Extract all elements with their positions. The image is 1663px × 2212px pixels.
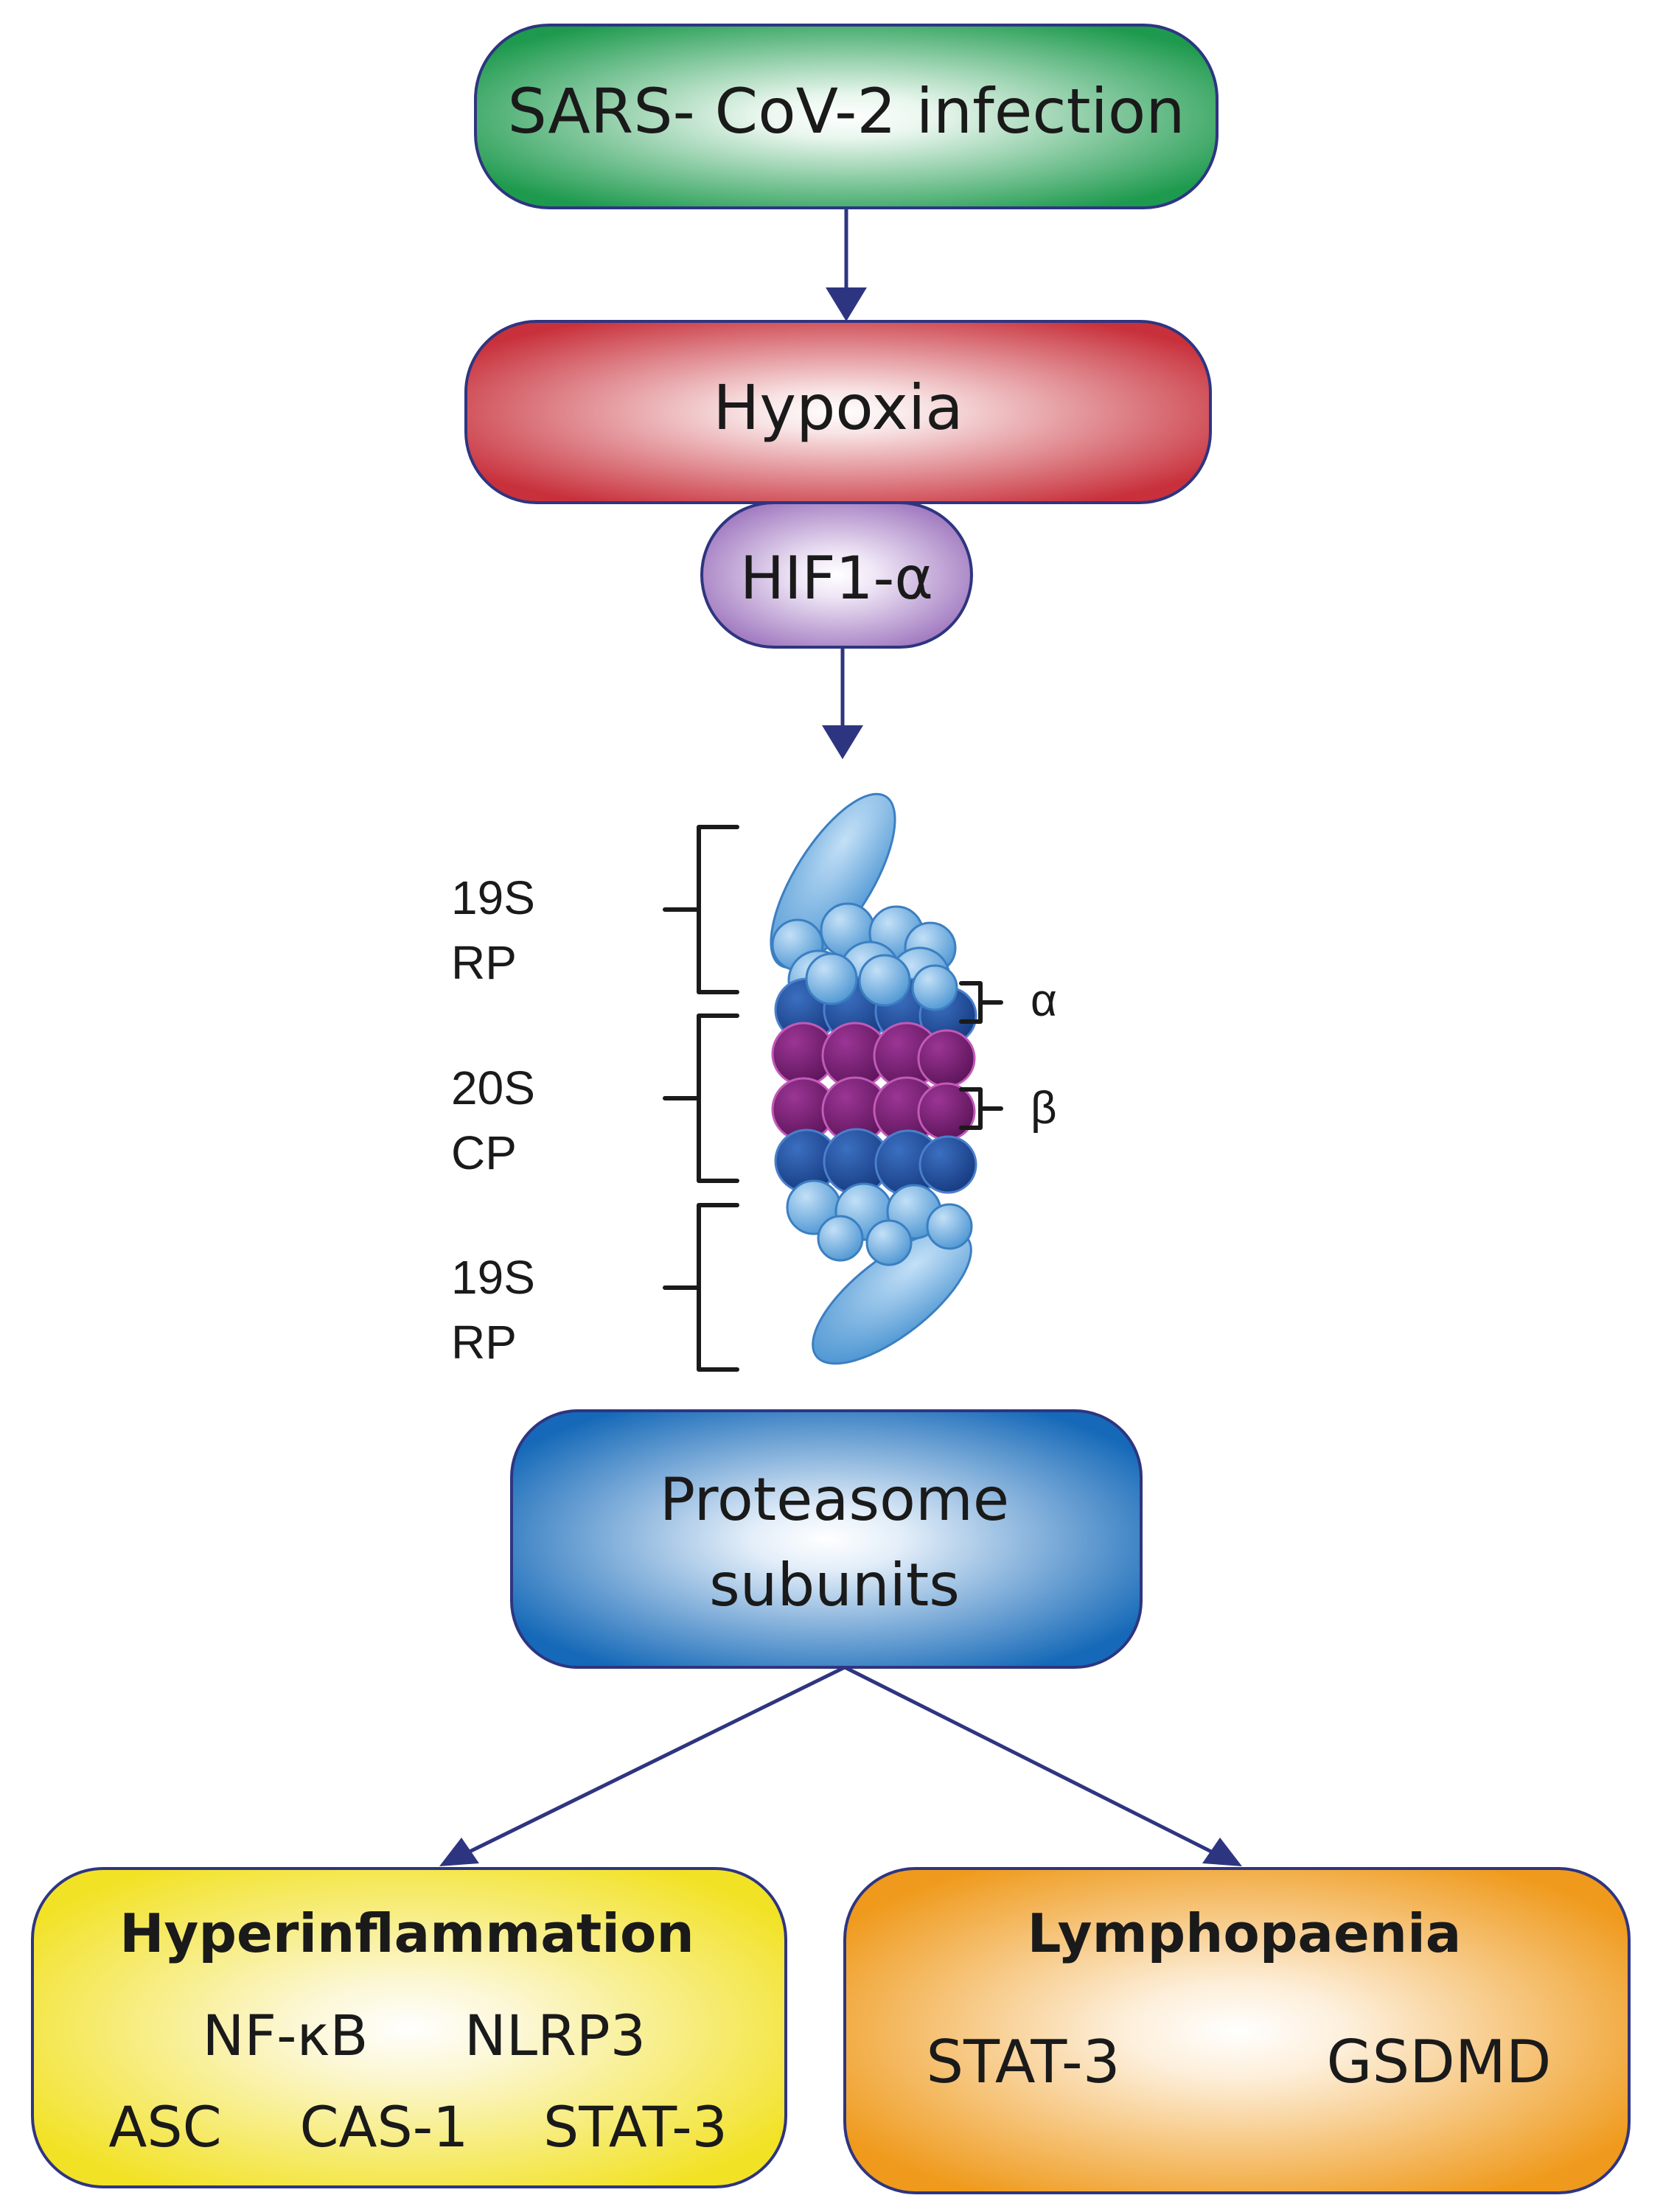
beta-subunit <box>917 1029 976 1088</box>
alpha-ring-bottom <box>774 1128 977 1197</box>
lymphopaenia-title: Lymphopaenia <box>1028 1902 1462 1964</box>
bottom-cap-subunits <box>786 1179 973 1266</box>
bottom-cap-label-line1: 19S <box>451 1251 535 1304</box>
hyperinflammation-item-cas1: CAS-1 <box>299 2094 468 2160</box>
proteasome-subunits-line2: subunits <box>709 1551 960 1619</box>
proteasome-structure <box>770 792 977 1365</box>
hyperinflammation-item-stat3: STAT-3 <box>543 2094 728 2160</box>
infection-label: SARS- CoV-2 infection <box>508 75 1185 147</box>
bottom-cap-label-line2: RP <box>451 1316 517 1369</box>
alpha-ring-label: α <box>1031 975 1057 1026</box>
beta-ring-label: β <box>1031 1083 1057 1134</box>
beta-rings <box>771 1022 976 1144</box>
lymphopaenia-item-gsdmd: GSDMD <box>1327 2028 1552 2096</box>
lymphopaenia-box <box>843 1867 1631 2194</box>
core-label-line2: CP <box>451 1126 517 1179</box>
arrow-to-lymphopaenia <box>843 1665 1221 1858</box>
arrow-to-hyperinflammation <box>459 1665 846 1858</box>
top-cap-label-line1: 19S <box>451 871 535 924</box>
hyperinflammation-box <box>31 1867 787 2188</box>
core-label-line1: 20S <box>451 1061 535 1114</box>
lymphopaenia-item-stat3: STAT-3 <box>926 2028 1120 2096</box>
alpha-subunit <box>918 1135 977 1194</box>
arrowhead-proteasome <box>822 725 863 759</box>
hypoxia-node: Hypoxia <box>464 320 1212 504</box>
subunit <box>926 1203 973 1250</box>
hif-box <box>700 501 973 649</box>
infection-node: SARS- CoV-2 infection <box>474 24 1219 209</box>
hyperinflammation-item-nlrp3: NLRP3 <box>464 2003 646 2068</box>
top-cap-front-subunits <box>805 952 958 1011</box>
proteasome-subunits-line1: Proteasome <box>660 1465 1009 1534</box>
proteasome-brackets <box>663 825 1003 1372</box>
infection-box <box>474 24 1219 209</box>
arrows <box>439 209 1242 1866</box>
subunit <box>865 1219 913 1266</box>
arrowhead-hyperinflammation <box>439 1838 479 1866</box>
hyperinflammation-item-nfkb: NF-κB <box>203 2003 369 2068</box>
bracket-core-cp <box>663 1013 739 1183</box>
hyperinflammation-item-asc: ASC <box>108 2094 221 2160</box>
subunit <box>858 954 911 1007</box>
subunit <box>805 952 858 1005</box>
bracket-bottom-rp <box>663 1203 739 1372</box>
subunit <box>911 964 958 1011</box>
subunit <box>817 1215 864 1262</box>
lymphopaenia-node: Lymphopaenia STAT-3 GSDMD <box>843 1867 1631 2194</box>
bracket-alpha <box>959 981 1003 1024</box>
hypoxia-label: Hypoxia <box>713 371 963 444</box>
arrowhead-lymphopaenia <box>1202 1838 1242 1866</box>
arrowhead-hypoxia <box>826 287 867 321</box>
bracket-top-rp <box>663 825 739 994</box>
proteasome-labels: 19S RP 20S CP 19S RP α β <box>451 871 1057 1369</box>
bracket-beta <box>959 1087 1003 1130</box>
hif-node: HIF1-α <box>700 501 973 649</box>
beta-subunit <box>917 1082 976 1141</box>
proteasome-subunits-box <box>510 1409 1143 1669</box>
hyperinflammation-node: Hyperinflammation NF-κB NLRP3 ASC CAS-1 … <box>31 1867 787 2188</box>
top-cap-label-line2: RP <box>451 936 517 989</box>
proteasome-subunits-node: Proteasome subunits <box>510 1409 1143 1669</box>
hyperinflammation-title: Hyperinflammation <box>119 1902 694 1964</box>
hif-label: HIF1-α <box>740 544 933 613</box>
